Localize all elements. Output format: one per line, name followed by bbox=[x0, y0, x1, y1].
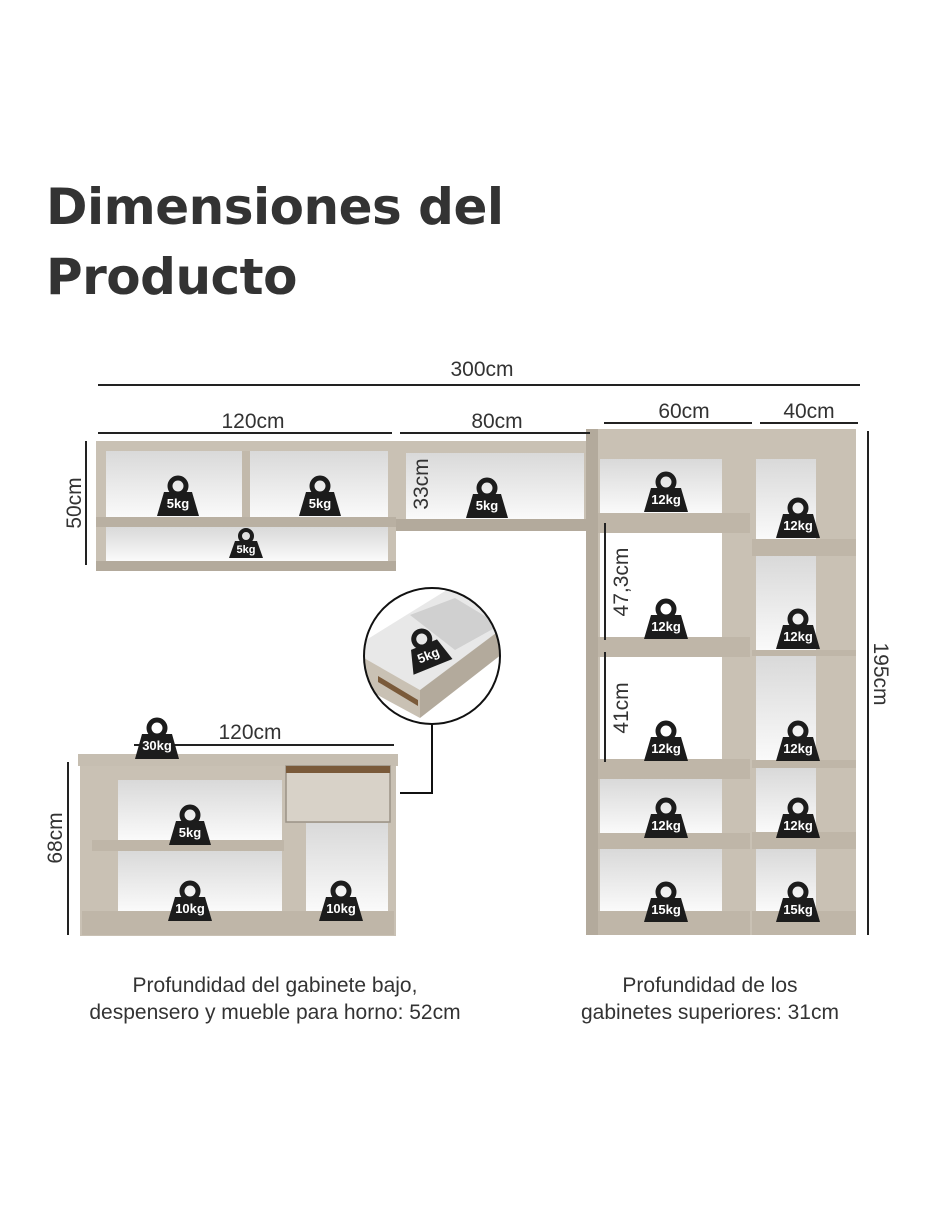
weight-label: 12kg bbox=[651, 818, 681, 833]
weight-label: 30kg bbox=[142, 738, 172, 753]
lower-width-label: 120cm bbox=[218, 721, 281, 744]
pantry-top-gap-label: 47,3cm bbox=[610, 548, 633, 617]
weight-icon: 12kg bbox=[776, 720, 820, 761]
weight-icon: 5kg bbox=[229, 528, 263, 558]
weight-icon: 12kg bbox=[776, 608, 820, 649]
dimension-lines bbox=[67, 384, 869, 935]
weight-icon: 12kg bbox=[644, 598, 688, 639]
page-title: Dimensiones del Producto bbox=[46, 172, 504, 312]
pantry-cabinet bbox=[586, 429, 752, 935]
weight-label: 12kg bbox=[783, 518, 813, 533]
upper-mid-height-label: 33cm bbox=[410, 458, 433, 509]
upper-left-width-label: 120cm bbox=[221, 410, 284, 433]
weight-label: 5kg bbox=[237, 544, 256, 556]
tower-width-label: 40cm bbox=[783, 400, 834, 423]
weight-label: 12kg bbox=[783, 629, 813, 644]
lower-depth-note-line-1: Profundidad del gabinete bajo, bbox=[132, 974, 418, 997]
weight-label: 12kg bbox=[651, 492, 681, 507]
tall-height-label: 195cm bbox=[869, 642, 892, 705]
weight-label: 5kg bbox=[167, 496, 189, 511]
weight-label: 12kg bbox=[783, 741, 813, 756]
weight-icon: 12kg bbox=[644, 797, 688, 838]
title-line-1: Dimensiones del bbox=[46, 178, 504, 236]
lower-height-label: 68cm bbox=[44, 812, 67, 863]
pantry-width-label: 60cm bbox=[658, 400, 709, 423]
weight-icon: 15kg bbox=[776, 881, 820, 922]
upper-depth-note: Profundidad de los gabinetes superiores:… bbox=[520, 972, 900, 1026]
weight-label: 5kg bbox=[476, 498, 498, 513]
weight-label: 12kg bbox=[651, 741, 681, 756]
weight-icon: 12kg bbox=[644, 471, 688, 512]
weight-icon: 5kg bbox=[411, 628, 453, 675]
weight-label: 10kg bbox=[175, 901, 205, 916]
title-line-2: Producto bbox=[46, 248, 297, 306]
upper-depth-note-line-2: gabinetes superiores: 31cm bbox=[581, 1001, 839, 1024]
weight-label: 12kg bbox=[651, 619, 681, 634]
lower-depth-note: Profundidad del gabinete bajo, despenser… bbox=[40, 972, 510, 1026]
pantry-mid-gap-label: 41cm bbox=[610, 682, 633, 733]
weight-icon: 15kg bbox=[644, 881, 688, 922]
weight-label: 15kg bbox=[651, 902, 681, 917]
weight-icon: 5kg bbox=[299, 475, 341, 516]
weight-label: 10kg bbox=[326, 901, 356, 916]
weight-icon: 5kg bbox=[169, 804, 211, 845]
dimension-labels: 300cm 120cm 80cm 60cm 40cm 120cm 50cm 33… bbox=[44, 358, 892, 864]
weight-label: 5kg bbox=[309, 496, 331, 511]
weight-badges: 5kg 5kg 5kg 5kg 5kg 30kg bbox=[135, 471, 820, 922]
upper-height-label: 50cm bbox=[63, 477, 86, 528]
weight-icon: 30kg bbox=[135, 717, 179, 759]
weight-label: 12kg bbox=[783, 818, 813, 833]
upper-mid-width-label: 80cm bbox=[471, 410, 522, 433]
weight-icon: 12kg bbox=[776, 797, 820, 838]
weight-icon: 5kg bbox=[466, 477, 508, 518]
weight-label: 5kg bbox=[179, 825, 201, 840]
weight-icon: 10kg bbox=[168, 880, 212, 921]
weight-icon: 12kg bbox=[776, 497, 820, 538]
lower-depth-note-line-2: despensero y mueble para horno: 52cm bbox=[89, 1001, 461, 1024]
total-width-label: 300cm bbox=[450, 358, 513, 381]
upper-middle-cabinet bbox=[396, 441, 592, 531]
weight-icon: 5kg bbox=[157, 475, 199, 516]
weight-label: 15kg bbox=[783, 902, 813, 917]
weight-icon: 10kg bbox=[319, 880, 363, 921]
weight-icon: 12kg bbox=[644, 720, 688, 761]
upper-depth-note-line-1: Profundidad de los bbox=[622, 974, 798, 997]
